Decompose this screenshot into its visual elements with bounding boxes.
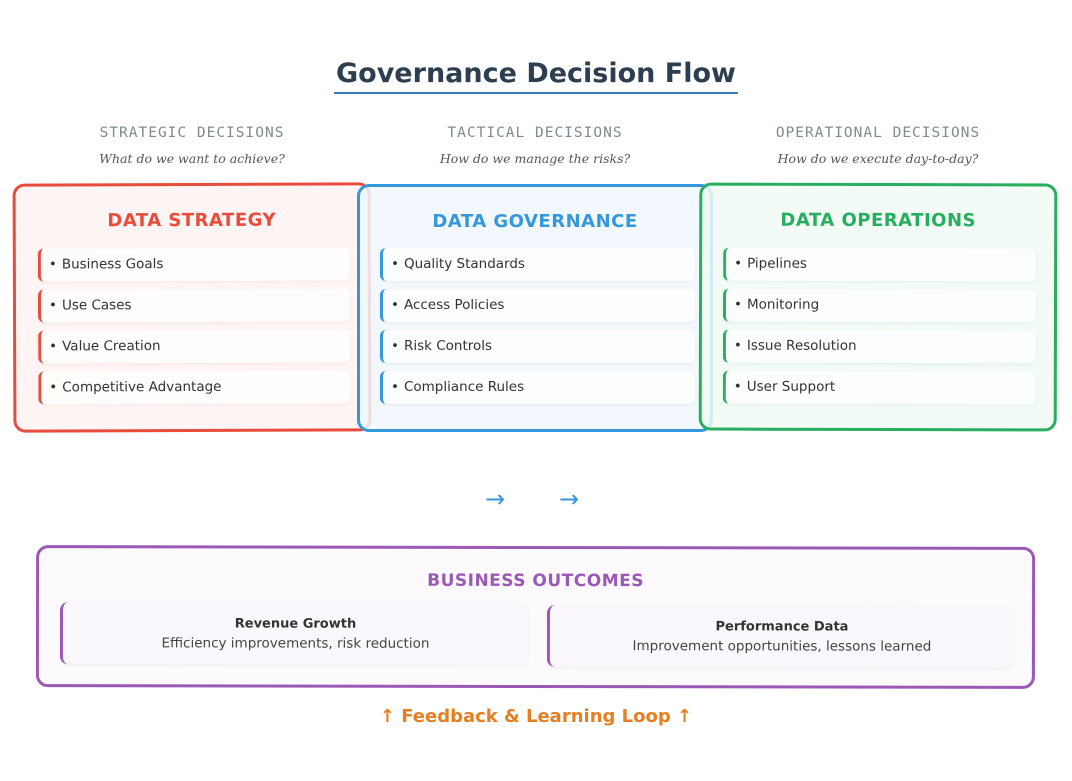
flow-arrow-icon: → <box>559 485 580 513</box>
list-item: •User Support <box>722 370 1036 405</box>
data-strategy-box: DATA STRATEGY •Business Goals •Use Cases… <box>12 182 372 433</box>
list-item: •Risk Controls <box>380 330 695 363</box>
list-item-label: Quality Standards <box>403 256 525 272</box>
bullet: • <box>48 297 57 314</box>
bullet: • <box>734 255 743 272</box>
list-item-label: Competitive Advantage <box>62 378 222 396</box>
list-item-label: Business Goals <box>61 256 164 273</box>
column-question: What do we want to achieve? <box>99 151 285 166</box>
column-heading-operational: OPERATIONAL DECISIONS How do we execute … <box>708 125 1048 166</box>
list-item-label: Compliance Rules <box>403 379 525 395</box>
data-governance-box: DATA GOVERNANCE •Quality Standards •Acce… <box>357 184 713 432</box>
list-item-label: Issue Resolution <box>746 337 857 354</box>
list-item: •Business Goals <box>37 247 350 282</box>
list-item: •Value Creation <box>38 329 351 364</box>
list-item-label: Access Policies <box>403 297 505 313</box>
bullet: • <box>733 296 742 313</box>
list-item: •Competitive Advantage <box>38 370 351 405</box>
page-title: Governance Decision Flow <box>0 58 1072 94</box>
list-item: •Use Cases <box>37 288 351 323</box>
bullet: • <box>49 379 58 396</box>
list-item: •Quality Standards <box>380 248 695 281</box>
feedback-loop-label: ↑ Feedback & Learning Loop ↑ <box>379 706 693 727</box>
list-item: •Monitoring <box>722 288 1037 323</box>
list-item-label: Risk Controls <box>403 338 493 354</box>
column-heading-strategic: STRATEGIC DECISIONS What do we want to a… <box>22 125 362 166</box>
column-heading-label: STRATEGIC DECISIONS <box>99 125 285 141</box>
outcome-card-desc: Improvement opportunities, lessons learn… <box>632 638 932 655</box>
business-outcomes-box: BUSINESS OUTCOMES Revenue Growth Efficie… <box>35 545 1036 689</box>
bullet: • <box>48 256 57 273</box>
list-item-label: Pipelines <box>747 255 807 272</box>
list-item: •Pipelines <box>723 247 1037 282</box>
outcome-card-title: Performance Data <box>715 619 849 635</box>
bullet: • <box>391 256 399 272</box>
box-title: DATA GOVERNANCE <box>432 211 638 232</box>
bullet: • <box>733 337 742 354</box>
column-question: How do we manage the risks? <box>439 151 631 166</box>
data-operations-box: DATA OPERATIONS •Pipelines •Monitoring •… <box>698 182 1058 432</box>
bullet: • <box>391 338 399 354</box>
list-item-label: User Support <box>746 378 836 395</box>
bullet: • <box>391 379 399 395</box>
list-item: •Compliance Rules <box>380 371 695 404</box>
column-heading-tactical: TACTICAL DECISIONS How do we manage the … <box>365 125 705 166</box>
list-item-label: Use Cases <box>61 297 132 314</box>
list-item: •Access Policies <box>380 289 695 322</box>
bullet: • <box>733 378 742 395</box>
column-heading-label: TACTICAL DECISIONS <box>447 125 623 141</box>
column-question: How do we execute day-to-day? <box>777 151 979 166</box>
box-title: DATA STRATEGY <box>107 209 277 232</box>
outcome-card-title: Revenue Growth <box>234 616 357 632</box>
outcome-card-performance: Performance Data Improvement opportuniti… <box>546 605 1015 668</box>
column-heading-label: OPERATIONAL DECISIONS <box>775 125 981 141</box>
bullet: • <box>391 297 399 313</box>
page-title-text: Governance Decision Flow <box>334 58 738 94</box>
outcome-card-revenue: Revenue Growth Efficiency improvements, … <box>59 602 529 665</box>
list-item: •Issue Resolution <box>722 329 1036 364</box>
flow-arrow-icon: → <box>485 485 506 513</box>
list-item-label: Value Creation <box>62 338 161 355</box>
outcome-card-desc: Efficiency improvements, risk reduction <box>161 635 430 652</box>
list-item-label: Monitoring <box>746 296 820 313</box>
box-title: DATA OPERATIONS <box>780 209 977 232</box>
box-title: BUSINESS OUTCOMES <box>427 570 645 592</box>
bullet: • <box>49 338 58 355</box>
